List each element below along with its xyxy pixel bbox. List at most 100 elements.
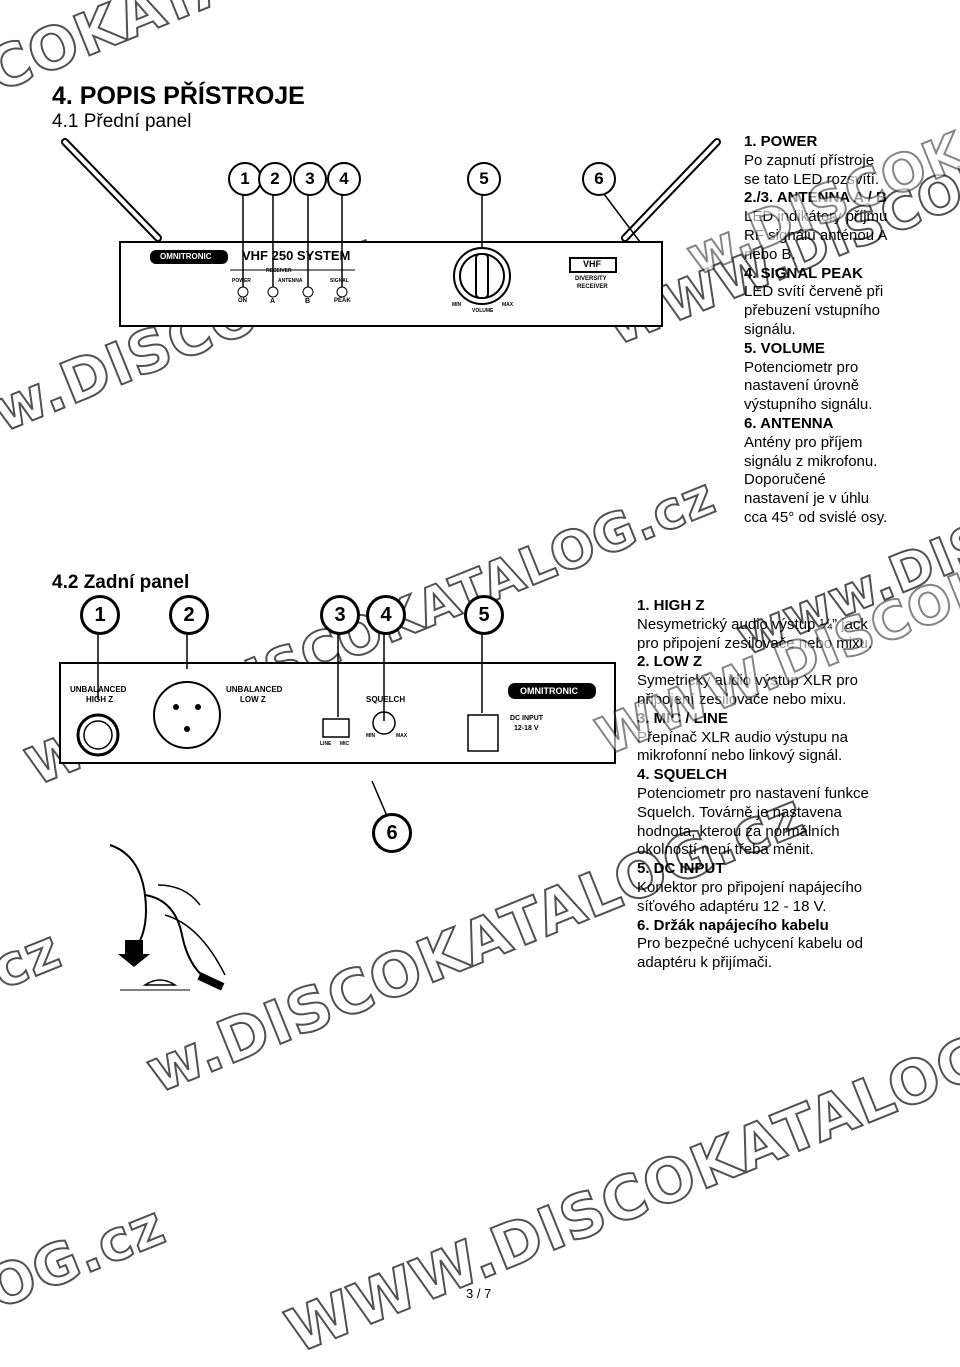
watermark: WWW.DISCOKATALOG.cz	[276, 984, 960, 1367]
page-number: 3 / 7	[466, 1286, 492, 1301]
rear-item-2: 2. LOW Z Symetrický audio výstup XLR pro…	[637, 653, 952, 709]
front-item-line: se tato LED rozsvítí.	[744, 170, 880, 188]
front-item-line: nebo B.	[744, 245, 796, 263]
rear-item-3: 3. MIC / LINE Přepínač XLR audio výstupu…	[637, 710, 952, 766]
front-panel-heading: 4.1 Přední panel	[52, 111, 192, 132]
front-vhf-label: VHF	[583, 259, 601, 269]
front-item-line: Antény pro příjem	[744, 433, 863, 451]
rear-item-title: 3. MIC / LINE	[637, 709, 728, 727]
rear-item-line: Pro bezpečné uchycení kabelu od	[637, 935, 863, 953]
front-on-label: ON	[238, 298, 247, 304]
front-item-title: 6. ANTENNA	[744, 414, 834, 432]
rear-item-line: Konektor pro připojení napájecího	[637, 878, 863, 896]
rear-callout-4: 4	[366, 595, 406, 635]
front-item-line: Doporučené	[744, 471, 826, 489]
front-item-line: přebuzení vstupního	[744, 302, 880, 320]
front-item-line: nastavení je v úhlu	[744, 490, 870, 508]
front-peak-label: PEAK	[334, 298, 351, 304]
front-item-line: cca 45° od svislé osy.	[744, 508, 888, 526]
front-signal-label: SIGNAL	[330, 278, 349, 284]
watermark: OG.cz	[0, 1192, 175, 1324]
rear-item-line: mikrofonní nebo linkový signál.	[637, 747, 843, 765]
rear-item-title: 4. SQUELCH	[637, 766, 728, 784]
rear-item-title: 5. DC INPUT	[637, 860, 725, 878]
rear-item-title: 1. HIGH Z	[637, 597, 705, 614]
rear-item-5: 5. DC INPUT Konektor pro připojení napáj…	[637, 860, 952, 916]
front-item-line: Po zapnutí přístroje	[744, 151, 875, 169]
front-item-5: 6. ANTENNA Antény pro příjem signálu z m…	[744, 415, 954, 528]
rear-item-line: Potenciometr pro nastavení funkce	[637, 784, 869, 802]
front-item-4: 5. VOLUME Potenciometr pro nastavení úro…	[744, 340, 954, 415]
rear-item-line: hodnota, kterou za normálních	[637, 822, 840, 840]
front-panel-illustration: 1 2 3 4 5 6 OMNITRONIC VHF 250 SYSTEM RE…	[50, 130, 730, 340]
rear-item-line: Squelch. Továrně je nastavena	[637, 803, 842, 821]
front-item-line: nastavení úrovně	[744, 377, 860, 395]
rear-item-line: připojení zesilovače nebo mixu.	[637, 690, 847, 708]
rear-item-line: pro připojení zesilovače nebo mixu.	[637, 634, 873, 652]
front-item-2: 2./3. ANTENNA A / B LED indikátory příjm…	[744, 189, 954, 264]
rear-high-z-label-1: UNBALANCED	[70, 685, 127, 694]
front-item-line: signálu z mikrofonu.	[744, 452, 878, 470]
front-item-3: 4. SIGNAL PEAK LED svítí červeně při pře…	[744, 265, 954, 340]
rear-callout-5: 5	[464, 595, 504, 635]
front-min-label: MIN	[452, 302, 462, 308]
front-b-label: B	[305, 298, 311, 305]
front-item-title: 4. SIGNAL PEAK	[744, 264, 863, 282]
front-item-line: signálu.	[744, 320, 796, 338]
front-callout-4: 4	[327, 162, 361, 196]
front-brand-logo: OMNITRONIC	[160, 252, 212, 261]
front-callout-6: 6	[582, 162, 616, 196]
front-item-line: RF signálu anténou A	[744, 226, 888, 244]
rear-item-line: Symetrický audio výstup XLR pro	[637, 672, 858, 690]
front-callout-1: 1	[228, 162, 262, 196]
front-item-line: výstupního signálu.	[744, 396, 873, 414]
rear-callout-3: 3	[320, 595, 360, 635]
front-item-line: Potenciometr pro	[744, 358, 859, 376]
rear-low-z-label-2: LOW Z	[240, 695, 266, 704]
rear-item-title: 6. Držák napájecího kabelu	[637, 916, 829, 934]
rear-low-z-label-1: UNBALANCED	[226, 685, 283, 694]
front-model-label: VHF 250 SYSTEM	[242, 248, 351, 263]
front-max-label: MAX	[502, 302, 514, 308]
rear-item-line: okolností není třeba měnit.	[637, 841, 814, 859]
front-descriptions: 1. POWER Po zapnutí přístroje se tato LE…	[744, 133, 954, 528]
rear-mic-label: MIC	[340, 741, 350, 747]
front-callout-3: 3	[293, 162, 327, 196]
front-callout-5: 5	[467, 162, 501, 196]
rear-item-line: Nesymetrický audio výstup ¼” jack	[637, 615, 868, 633]
front-receiver-label: RECEIVER	[266, 268, 292, 274]
rear-high-z-label-2: HIGH Z	[86, 695, 114, 704]
rear-item-line: Přepínač XLR audio výstupu na	[637, 728, 848, 746]
rear-item-6: 6. Držák napájecího kabelu Pro bezpečné …	[637, 917, 952, 973]
rear-dc-label-2: 12-18 V	[514, 725, 539, 732]
rear-dc-label-1: DC INPUT	[510, 715, 544, 722]
rear-item-4: 4. SQUELCH Potenciometr pro nastavení fu…	[637, 766, 952, 860]
rear-max-label: MAX	[396, 733, 408, 739]
front-item-line: LED indikátory příjmu	[744, 208, 888, 226]
front-volume-label: VOLUME	[472, 308, 494, 314]
front-item-1: 1. POWER Po zapnutí přístroje se tato LE…	[744, 133, 954, 189]
front-callout-2: 2	[258, 162, 292, 196]
rear-min-label: MIN	[366, 733, 376, 739]
front-item-line: LED svítí červeně při	[744, 283, 884, 301]
rear-line-label: LINE	[320, 741, 332, 747]
rear-item-line: adaptéru k přijímači.	[637, 954, 773, 972]
front-item-title: 1. POWER	[744, 133, 818, 150]
front-diversity-label: DIVERSITY	[575, 276, 607, 282]
front-item-title: 2./3. ANTENNA A / B	[744, 189, 887, 207]
rear-panel-illustration: 1 2 3 4 5 6 UNBALANCED HIGH Z UNBALANCED…	[50, 595, 630, 995]
front-power-label: POWER	[232, 278, 251, 284]
front-receiver2-label: RECEIVER	[577, 284, 608, 290]
rear-descriptions: 1. HIGH Z Nesymetrický audio výstup ¼” j…	[637, 597, 952, 973]
rear-item-1: 1. HIGH Z Nesymetrický audio výstup ¼” j…	[637, 597, 952, 653]
rear-item-line: síťového adaptéru 12 - 18 V.	[637, 897, 827, 915]
rear-callout-6: 6	[372, 813, 412, 853]
rear-callout-1: 1	[80, 595, 120, 635]
front-item-title: 5. VOLUME	[744, 339, 825, 357]
rear-panel-heading: 4.2 Zadní panel	[52, 572, 190, 593]
rear-item-title: 2. LOW Z	[637, 653, 702, 671]
rear-brand-logo: OMNITRONIC	[520, 686, 578, 696]
rear-callout-2: 2	[169, 595, 209, 635]
rear-squelch-label: SQUELCH	[366, 695, 406, 704]
front-a-label: A	[270, 298, 276, 305]
